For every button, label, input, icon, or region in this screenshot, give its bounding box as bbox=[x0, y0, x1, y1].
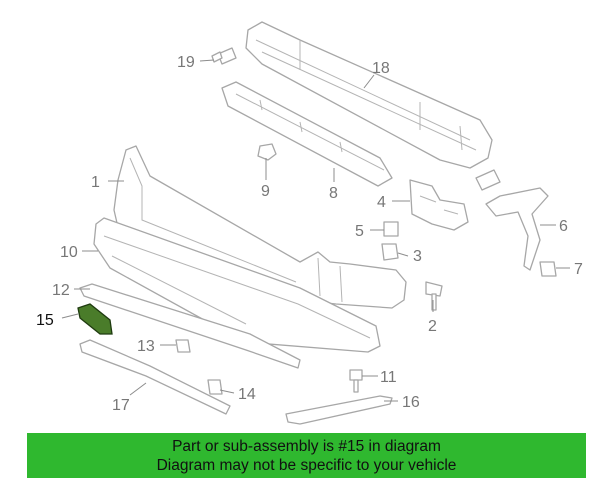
part-11-bolt[interactable] bbox=[349, 369, 363, 393]
part-10-lower-cover[interactable] bbox=[93, 217, 381, 353]
callout-14: 14 bbox=[238, 386, 256, 403]
part-18-reinforcement-beam[interactable] bbox=[245, 21, 501, 191]
callout-12: 12 bbox=[52, 282, 70, 299]
callout-labels: 1 2 3 4 5 6 7 8 9 10 11 12 13 14 15 16 1… bbox=[36, 54, 583, 414]
part-19-bolt[interactable] bbox=[211, 47, 237, 65]
part-13-clip[interactable] bbox=[175, 339, 191, 353]
callout-2: 2 bbox=[428, 318, 437, 335]
part-6-side-bracket[interactable] bbox=[485, 187, 549, 271]
callout-15: 15 bbox=[36, 312, 54, 329]
callout-1: 1 bbox=[91, 174, 100, 191]
callout-3: 3 bbox=[413, 248, 422, 265]
callout-17: 17 bbox=[112, 397, 130, 414]
callout-8: 8 bbox=[329, 185, 338, 202]
part-8-energy-absorber[interactable] bbox=[221, 81, 393, 187]
part-5-clip[interactable] bbox=[383, 221, 399, 237]
callout-10: 10 bbox=[60, 244, 78, 261]
banner-line-2: Diagram may not be specific to your vehi… bbox=[156, 456, 457, 474]
callout-16: 16 bbox=[402, 394, 420, 411]
part-17-lower-trim[interactable] bbox=[79, 339, 231, 415]
callout-4: 4 bbox=[377, 194, 386, 211]
part-14-clip[interactable] bbox=[207, 379, 223, 395]
part-12-trim-strip[interactable] bbox=[79, 283, 301, 369]
callout-9: 9 bbox=[261, 183, 270, 200]
callout-18: 18 bbox=[372, 60, 390, 77]
part-2-bolt[interactable] bbox=[425, 281, 443, 311]
part-9-clip[interactable] bbox=[257, 143, 277, 161]
callout-11: 11 bbox=[380, 369, 397, 386]
banner-line-1: Part or sub-assembly is #15 in diagram bbox=[172, 437, 441, 455]
callout-13: 13 bbox=[137, 338, 155, 355]
part-3-nut[interactable] bbox=[381, 243, 399, 261]
part-15-highlighted[interactable] bbox=[77, 303, 113, 335]
part-4-bracket[interactable] bbox=[409, 179, 469, 231]
callout-6: 6 bbox=[559, 218, 568, 235]
leader-lines bbox=[61, 59, 570, 402]
part-16-side-trim[interactable] bbox=[285, 395, 393, 425]
callout-7: 7 bbox=[574, 261, 583, 278]
callout-5: 5 bbox=[355, 223, 364, 240]
notice-banner: Part or sub-assembly is #15 in diagram D… bbox=[27, 433, 586, 478]
part-7-nut[interactable] bbox=[539, 261, 557, 277]
callout-19: 19 bbox=[177, 54, 195, 71]
